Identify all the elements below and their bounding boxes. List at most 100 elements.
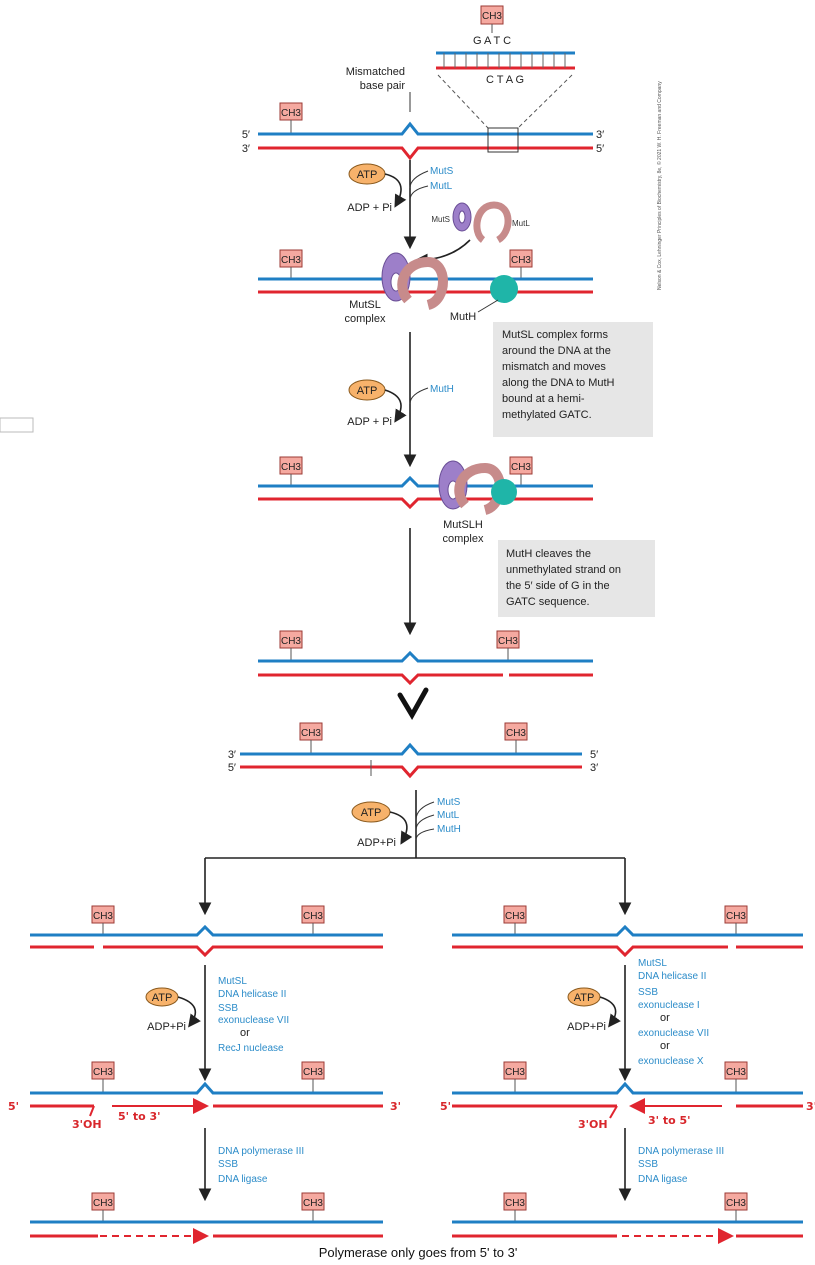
gatc-top-seq: G A T C — [473, 35, 511, 47]
gatc-bottom-seq: C T A G — [486, 74, 524, 86]
svg-text:ATP: ATP — [152, 992, 173, 1004]
svg-text:exonuclease X: exonuclease X — [638, 1056, 704, 1067]
right-branch: CH3 CH3 ATP ADP+Pi MutSL DNA helicase II… — [440, 905, 815, 1244]
step1-reaction: ATP ADP + Pi MutS MutL MutS MutL — [347, 160, 530, 267]
svg-text:mismatch and moves: mismatch and moves — [502, 361, 606, 373]
svg-text:3'OH: 3'OH — [578, 1118, 608, 1131]
svg-text:5': 5' — [440, 1100, 451, 1113]
step3-reaction: ATP ADP+Pi MutS MutL MutH — [198, 790, 632, 916]
svg-text:DNA polymerase III: DNA polymerase III — [638, 1146, 724, 1157]
svg-text:CH3: CH3 — [726, 1067, 746, 1078]
svg-text:RecJ nuclease: RecJ nuclease — [218, 1043, 284, 1054]
svg-text:MutH cleaves the: MutH cleaves the — [506, 548, 591, 560]
svg-text:MutL: MutL — [512, 219, 530, 228]
svg-text:CH3: CH3 — [281, 462, 301, 473]
credit-text: Nelson & Cox, Lehninger Principles of Bi… — [656, 81, 663, 290]
svg-text:or: or — [660, 1012, 670, 1024]
svg-text:ATP: ATP — [574, 992, 595, 1004]
svg-text:SSB: SSB — [638, 1159, 658, 1170]
svg-text:CH3: CH3 — [506, 728, 526, 739]
svg-text:unmethylated strand on: unmethylated strand on — [506, 564, 621, 576]
svg-text:DNA ligase: DNA ligase — [638, 1174, 688, 1185]
svg-text:3′: 3′ — [242, 143, 250, 155]
svg-text:3' to 5': 3' to 5' — [648, 1114, 691, 1127]
svg-text:MutSL complex forms: MutSL complex forms — [502, 329, 608, 341]
svg-text:ADP+Pi: ADP+Pi — [147, 1021, 186, 1033]
svg-text:the 5′ side of G in the: the 5′ side of G in the — [506, 580, 610, 592]
mutl-icon — [397, 256, 448, 310]
svg-text:3′: 3′ — [596, 129, 604, 141]
svg-text:5′: 5′ — [242, 129, 250, 141]
svg-text:MutH: MutH — [450, 311, 476, 323]
svg-text:bound at a hemi-: bound at a hemi- — [502, 393, 585, 405]
svg-text:CH3: CH3 — [726, 1198, 746, 1209]
svg-text:DNA ligase: DNA ligase — [218, 1174, 268, 1185]
note-1: MutSL complex forms around the DNA at th… — [493, 322, 653, 437]
svg-text:or: or — [240, 1027, 250, 1039]
svg-text:CH3: CH3 — [93, 1067, 113, 1078]
svg-text:CH3: CH3 — [511, 462, 531, 473]
svg-text:CH3: CH3 — [301, 728, 321, 739]
caption: Polymerase only goes from 5' to 3' — [319, 1245, 518, 1260]
dna-stage-3: CH3 CH3 MutSLH complex — [258, 456, 593, 545]
svg-text:CH3: CH3 — [505, 1067, 525, 1078]
svg-text:CH3: CH3 — [303, 1198, 323, 1209]
dna-stage-2: CH3 CH3 MutSL complex MutH — [258, 249, 593, 325]
svg-text:CH3: CH3 — [281, 255, 301, 266]
svg-text:CH3: CH3 — [498, 636, 518, 647]
top-strand — [258, 121, 593, 136]
svg-text:5' to 3': 5' to 3' — [118, 1110, 161, 1123]
svg-text:MutL: MutL — [437, 810, 460, 821]
svg-text:SSB: SSB — [638, 987, 658, 998]
svg-text:SSB: SSB — [218, 1159, 238, 1170]
svg-text:ADP + Pi: ADP + Pi — [347, 202, 392, 214]
svg-text:ADP+Pi: ADP+Pi — [357, 837, 396, 849]
svg-text:3'OH: 3'OH — [72, 1118, 102, 1131]
svg-text:3': 3' — [390, 1100, 401, 1113]
note-2: MutH cleaves the unmethylated strand on … — [498, 540, 655, 617]
side-tab[interactable] — [0, 417, 34, 433]
svg-text:5′: 5′ — [590, 749, 598, 761]
svg-text:or: or — [660, 1040, 670, 1052]
transition-arrow-icon — [397, 687, 429, 720]
svg-text:ATP: ATP — [357, 169, 378, 181]
dna-stage-4: CH3 CH3 — [258, 630, 593, 686]
svg-text:MutSL: MutSL — [638, 958, 667, 969]
svg-text:DNA helicase II: DNA helicase II — [218, 989, 286, 1000]
svg-text:3′: 3′ — [228, 749, 236, 761]
svg-text:CH3: CH3 — [281, 108, 301, 119]
svg-text:GATC sequence.: GATC sequence. — [506, 596, 590, 608]
mismatch-label-2: base pair — [360, 80, 406, 92]
svg-text:CH3: CH3 — [511, 255, 531, 266]
svg-text:complex: complex — [345, 313, 386, 325]
svg-text:methylated GATC.: methylated GATC. — [502, 409, 592, 421]
svg-text:CH3: CH3 — [505, 1198, 525, 1209]
svg-text:5′: 5′ — [596, 143, 604, 155]
mismatch-label-1: Mismatched — [346, 66, 405, 78]
dna-stage-1: CH3 5′ 3′ 3′ 5′ — [242, 102, 604, 161]
svg-text:CH3: CH3 — [93, 911, 113, 922]
svg-text:3′: 3′ — [590, 762, 598, 774]
dna-stage-5: CH3 CH3 3′ 5′ 5′ 3′ — [228, 722, 598, 779]
svg-text:5': 5' — [8, 1100, 19, 1113]
svg-text:DNA helicase II: DNA helicase II — [638, 971, 706, 982]
svg-text:MutH: MutH — [430, 384, 454, 395]
mutl-icon — [473, 201, 512, 244]
bottom-strand — [258, 146, 593, 161]
ch3-label: CH3 — [482, 11, 502, 22]
svg-text:ADP + Pi: ADP + Pi — [347, 416, 392, 428]
svg-text:MutS: MutS — [430, 166, 454, 177]
svg-text:CH3: CH3 — [303, 1067, 323, 1078]
svg-text:ATP: ATP — [357, 385, 378, 397]
left-branch: CH3 CH3 ATP ADP+Pi MutSL DNA helicase II… — [8, 905, 401, 1244]
svg-text:along the DNA to MutH: along the DNA to MutH — [502, 377, 615, 389]
svg-text:MutSL: MutSL — [349, 299, 381, 311]
svg-text:MutS: MutS — [431, 215, 450, 224]
svg-text:CH3: CH3 — [281, 636, 301, 647]
svg-text:MutS: MutS — [437, 797, 461, 808]
svg-text:5′: 5′ — [228, 762, 236, 774]
svg-text:SSB: SSB — [218, 1003, 238, 1014]
svg-text:exonuclease VII: exonuclease VII — [218, 1015, 289, 1026]
svg-text:CH3: CH3 — [505, 911, 525, 922]
